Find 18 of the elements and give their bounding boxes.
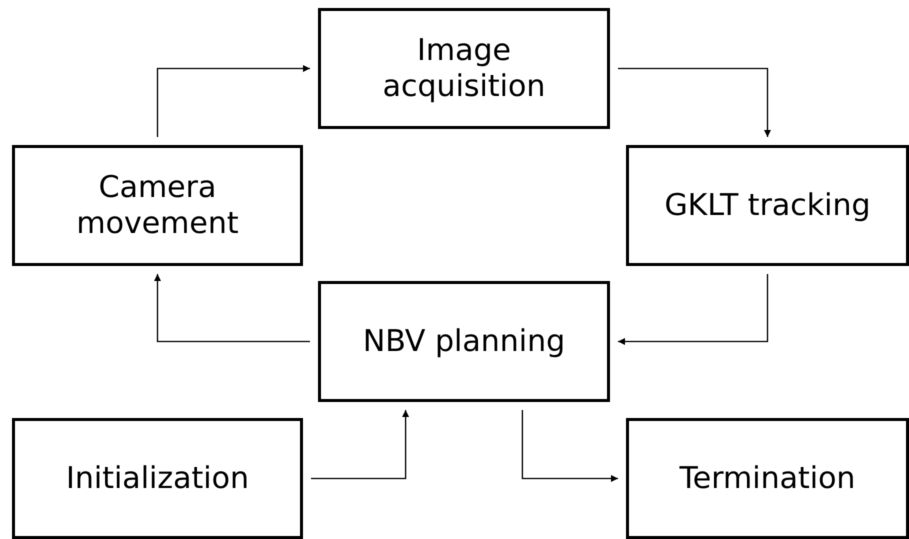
process-box — [626, 418, 909, 539]
process-box — [626, 145, 909, 266]
arrow — [311, 410, 410, 480]
process-box — [12, 418, 303, 539]
process-box — [318, 281, 610, 402]
arrow — [618, 274, 768, 345]
arrow — [154, 274, 310, 342]
arrow — [618, 68, 771, 137]
arrow — [156, 65, 310, 137]
box-label: Initialization — [66, 460, 249, 496]
box-label: GKLT tracking — [664, 188, 871, 224]
process-box — [12, 145, 303, 266]
box-label: Image acquisition — [382, 32, 546, 104]
box-label: NBV planning — [362, 324, 566, 360]
arrow — [522, 410, 618, 482]
process-box — [318, 8, 610, 129]
box-label: Termination — [680, 460, 856, 496]
box-label: Camera movement — [75, 170, 240, 242]
